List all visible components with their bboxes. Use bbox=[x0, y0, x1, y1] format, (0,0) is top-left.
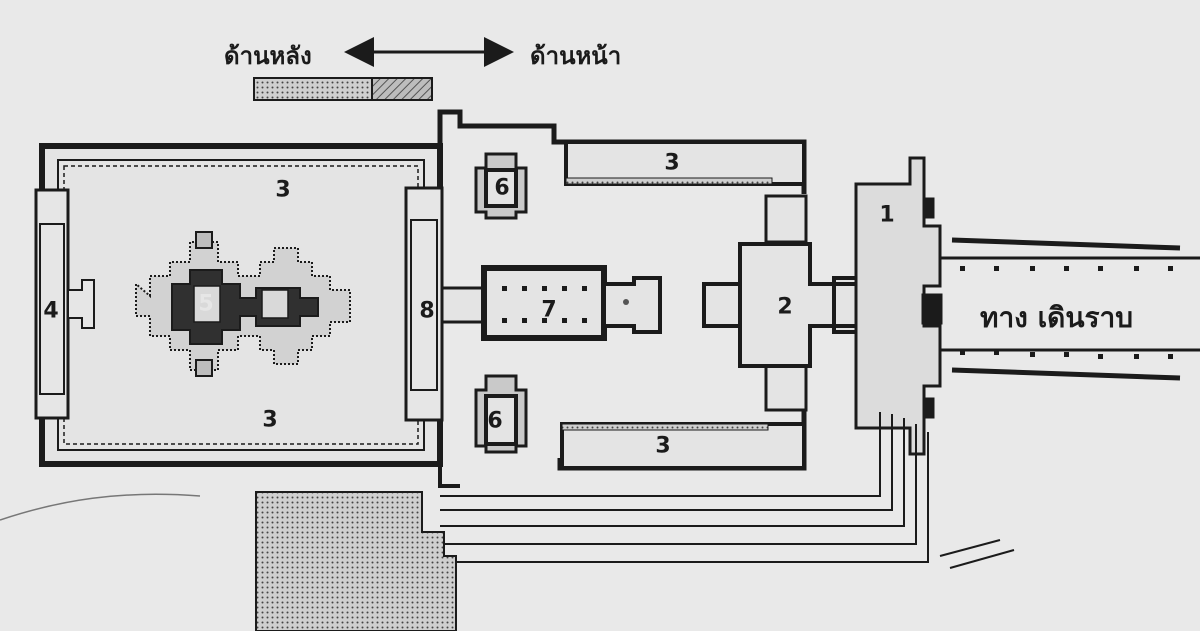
walkway-label: ทาง เดินราบ bbox=[980, 301, 1134, 334]
label-7: 7 bbox=[541, 297, 557, 323]
label-3-bottom-right: 3 bbox=[655, 433, 671, 459]
front-side-label: ด้านหน้า bbox=[530, 42, 622, 70]
terrace-steps bbox=[440, 412, 1015, 569]
back-side-label: ด้านหลัง bbox=[224, 42, 312, 70]
label-6-top: 6 bbox=[494, 175, 510, 201]
legend-bar bbox=[253, 77, 433, 101]
central-sanctuary bbox=[135, 231, 351, 377]
south-gallery-east bbox=[560, 422, 806, 470]
label-3-top-right: 3 bbox=[664, 150, 680, 176]
label-2: 2 bbox=[777, 294, 793, 320]
label-5: 5 bbox=[198, 291, 214, 317]
label-4: 4 bbox=[43, 298, 59, 324]
label-6-bottom: 6 bbox=[487, 408, 503, 434]
library-south bbox=[474, 374, 528, 454]
entrance-pavilion bbox=[854, 156, 943, 456]
west-gallery bbox=[34, 188, 95, 420]
library-north bbox=[474, 152, 528, 220]
label-3-bottom-left: 3 bbox=[262, 407, 278, 433]
mandapa-hall bbox=[481, 265, 662, 341]
walkway bbox=[940, 237, 1200, 381]
label-1: 1 bbox=[879, 202, 895, 228]
east-gallery bbox=[404, 186, 444, 422]
label-8: 8 bbox=[419, 298, 435, 324]
hatched-pond bbox=[255, 491, 457, 631]
label-3-top-left: 3 bbox=[275, 177, 291, 203]
ground-line bbox=[0, 493, 201, 521]
north-gallery-east bbox=[564, 140, 806, 186]
